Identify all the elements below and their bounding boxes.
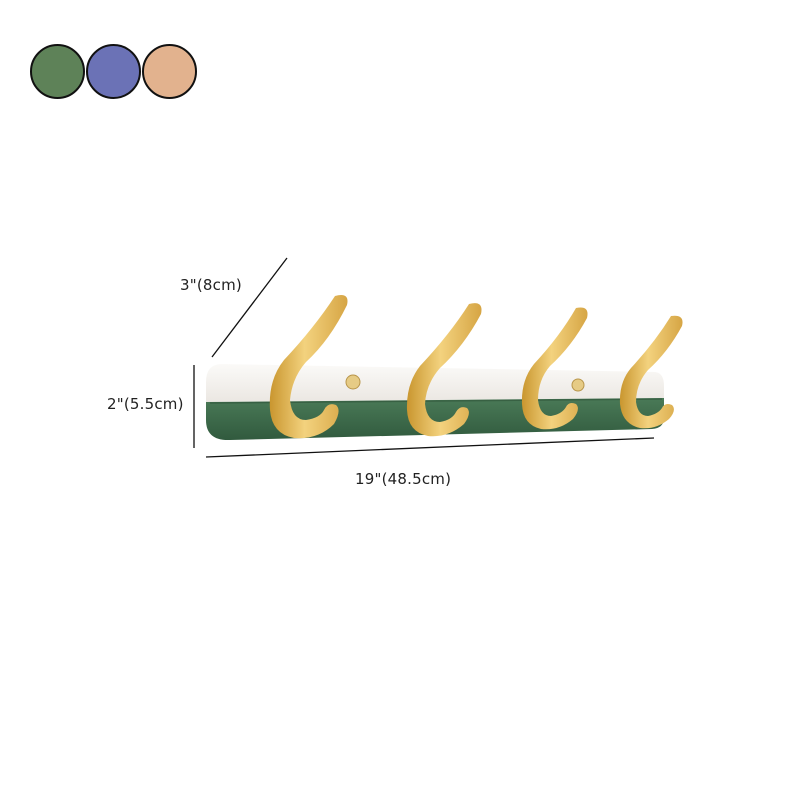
hook-1 [269,295,348,439]
width-label: 19"(48.5cm) [355,470,452,488]
swatch-blue[interactable] [86,44,141,99]
width-dimension-line [205,437,655,458]
swatch-green[interactable] [30,44,85,99]
depth-label: 3"(8cm) [180,276,242,294]
screw-cap-icon [571,378,585,392]
hook-2 [406,303,482,437]
screw-cap-icon [345,374,361,390]
color-swatches [30,44,197,99]
depth-dimension-line [211,257,288,358]
hook-3 [521,307,588,430]
swatch-tan[interactable] [142,44,197,99]
height-label: 2"(5.5cm) [107,395,184,413]
hook-4 [619,315,683,429]
